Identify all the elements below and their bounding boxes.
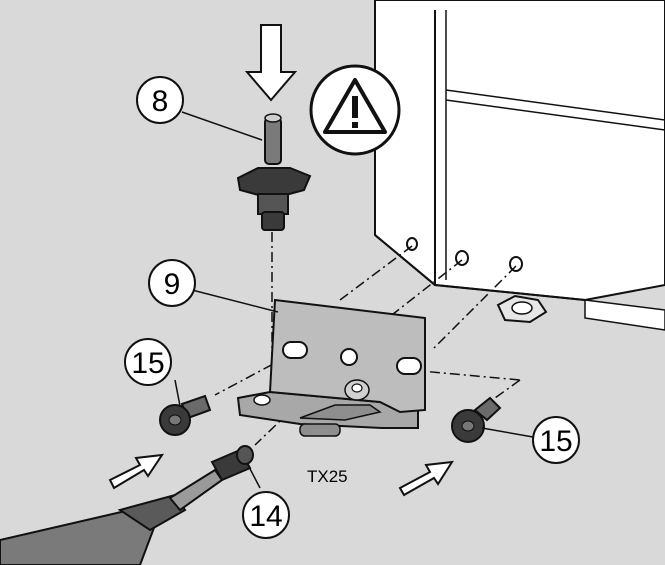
warning-triangle-icon [309, 64, 401, 156]
tool-size-label: TX25 [307, 467, 348, 486]
callout-label: 8 [152, 85, 169, 118]
diagonal-arrow-icon [398, 460, 454, 497]
callout-9: 9 [148, 259, 196, 307]
hinge-bracket [236, 298, 426, 437]
callout-label: 9 [164, 268, 181, 301]
diagonal-arrow-icon [108, 453, 165, 490]
callout-8: 8 [136, 76, 184, 124]
callout-label: 15 [539, 425, 572, 458]
screw-left [159, 394, 212, 436]
door-panel-outline [445, 89, 665, 131]
callout-label: 15 [131, 347, 164, 380]
screwdriver [0, 445, 254, 565]
cabinet-nut [496, 294, 548, 324]
callout-label: 14 [249, 500, 282, 533]
callout-14: 14 [242, 491, 290, 539]
callout-15-left: 15 [124, 338, 172, 386]
callout-15-right: 15 [532, 416, 580, 464]
hinge-pin [236, 113, 312, 231]
cabinet-bottom-edge [374, 234, 586, 301]
leader-lines [174, 111, 534, 489]
down-arrow-icon [244, 24, 298, 102]
screw-right [451, 396, 502, 443]
door-bottom-edge [584, 299, 665, 331]
mount-hole [509, 256, 523, 272]
cabinet-side [374, 0, 665, 302]
